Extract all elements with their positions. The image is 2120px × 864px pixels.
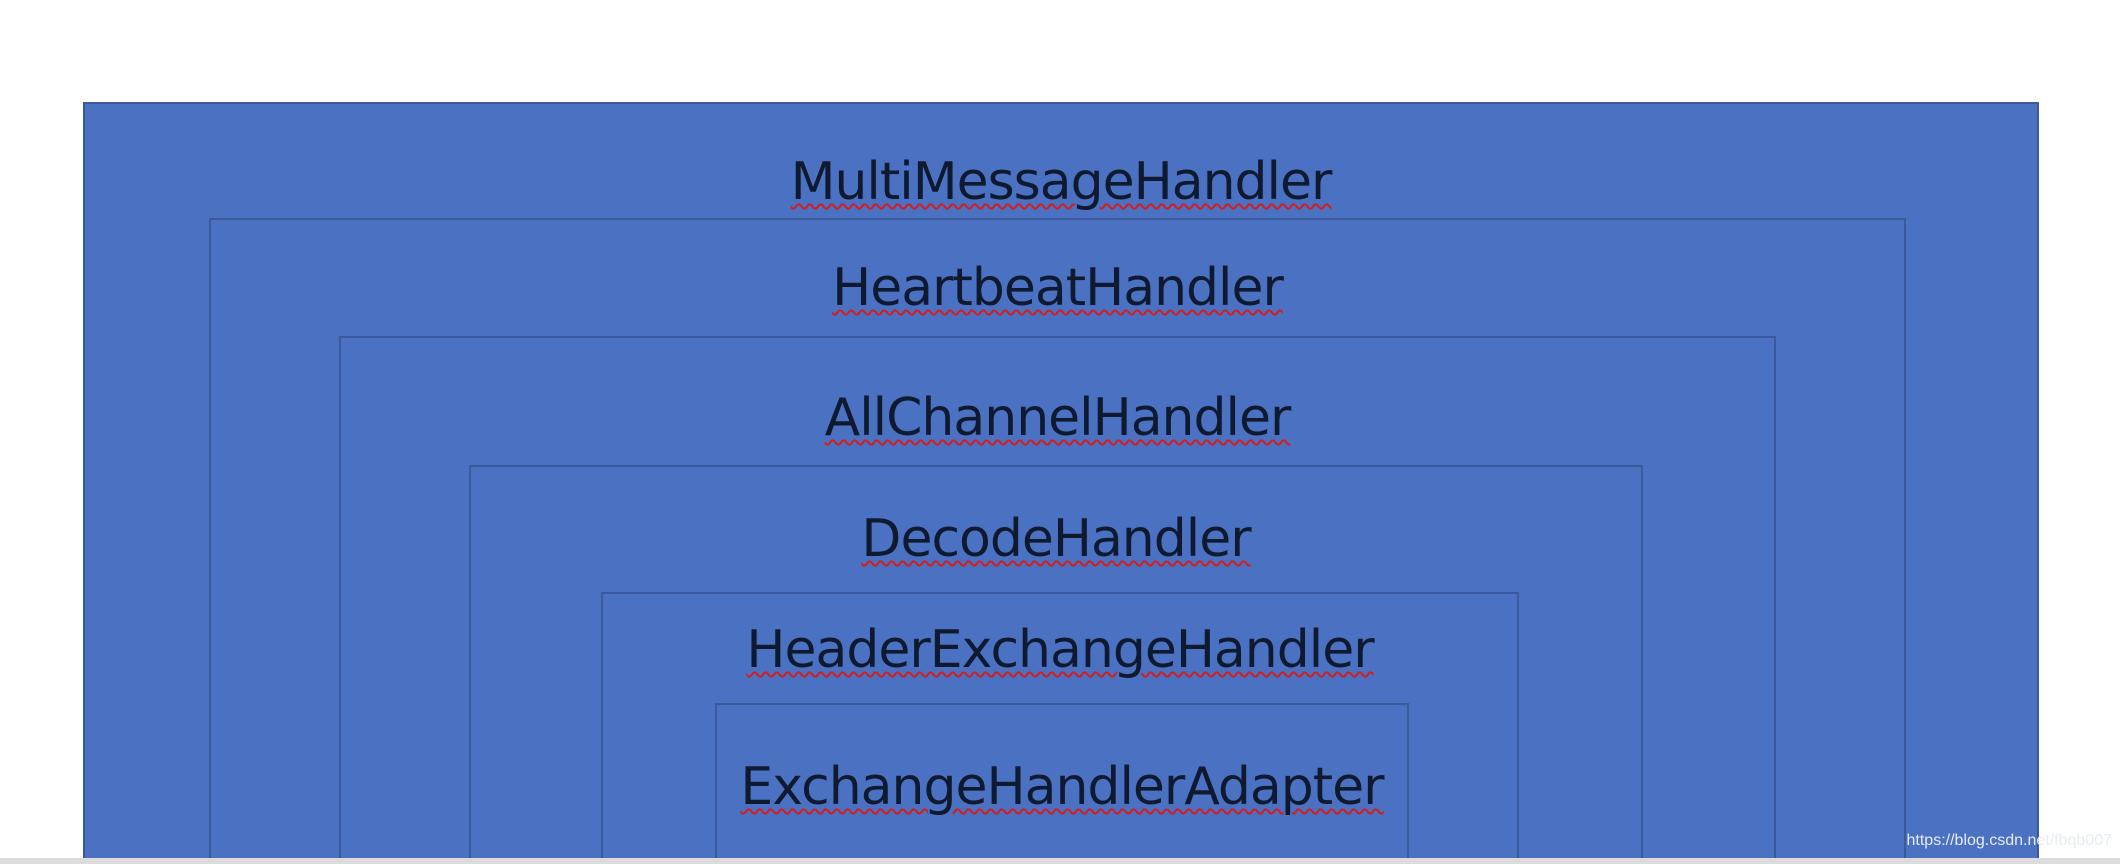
page-bottom-edge (0, 858, 2120, 864)
layer-label-text: HeaderExchangeHandler (746, 620, 1374, 680)
layer-label-text: HeartbeatHandler (832, 258, 1284, 318)
layer-label-text: MultiMessageHandler (790, 152, 1333, 212)
watermark: https://blog.csdn.net/fbqb007 (1906, 832, 2112, 849)
label-all-channel-handler: AllChannelHandler (341, 392, 1774, 444)
box-exchange-handler-adapter: ExchangeHandlerAdapter (715, 703, 1409, 864)
label-exchange-handler-adapter: ExchangeHandlerAdapter (717, 761, 1407, 813)
label-header-exchange-handler: HeaderExchangeHandler (603, 624, 1517, 676)
label-decode-handler: DecodeHandler (471, 513, 1641, 565)
layer-label-text: AllChannelHandler (824, 388, 1292, 448)
label-heartbeat-handler: HeartbeatHandler (211, 262, 1904, 314)
layer-label-text: DecodeHandler (861, 509, 1251, 569)
label-multi-message-handler: MultiMessageHandler (85, 156, 2037, 208)
layer-label-text: ExchangeHandlerAdapter (740, 757, 1384, 817)
